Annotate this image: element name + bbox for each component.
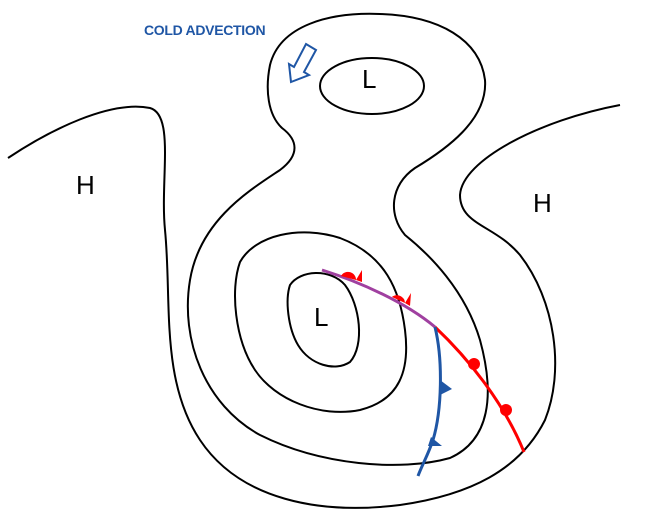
warm-front-semicircle — [500, 404, 512, 416]
high-pressure-label-left: H — [76, 170, 95, 200]
cold-advection-arrow-icon — [287, 42, 318, 84]
warm-front-semicircle — [468, 358, 480, 370]
isobar-inner — [234, 231, 408, 413]
cold-advection-label: COLD ADVECTION — [144, 22, 266, 38]
occluded-front-warm-symbol — [341, 271, 357, 280]
isobar-figure-eight — [186, 12, 489, 466]
warm-front — [433, 325, 526, 453]
occluded-front — [321, 268, 436, 329]
cold-front-triangle — [440, 380, 452, 395]
isobar-upper-low-center — [319, 57, 425, 115]
isobar-lower-low-center — [286, 272, 361, 368]
cold-front — [416, 326, 452, 477]
low-pressure-label-lower: L — [314, 302, 329, 332]
isobar-outer — [7, 104, 621, 509]
high-pressure-label-right: H — [533, 188, 552, 218]
occluded-front-cold-symbol — [356, 270, 362, 282]
low-pressure-label-upper: L — [362, 64, 377, 94]
cold-front-triangle — [428, 437, 442, 446]
occluded-front-warm-symbol — [392, 295, 405, 303]
occluded-front-cold-symbol — [405, 293, 411, 306]
